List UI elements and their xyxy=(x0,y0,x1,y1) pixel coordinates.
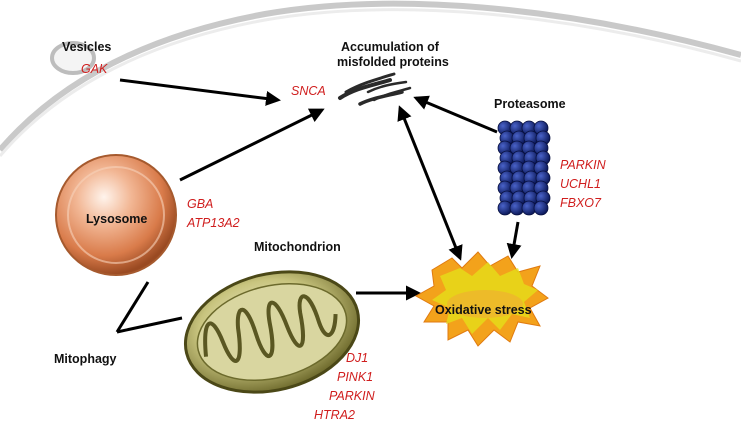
oxidative-stress-burst xyxy=(414,251,549,347)
accumulation-label-line2: misfolded proteins xyxy=(337,55,449,69)
mitochondrion-label: Mitochondrion xyxy=(254,240,341,254)
lysosome-organelle xyxy=(55,154,177,276)
gene-dj1: DJ1 xyxy=(346,351,369,365)
gene-gba: GBA xyxy=(187,197,214,211)
gene-atp13a2: ATP13A2 xyxy=(187,216,240,230)
gene-gak: GAK xyxy=(81,62,108,76)
vesicle-bud xyxy=(50,41,96,75)
gene-parkin-mito: PARKIN xyxy=(329,389,375,403)
mitochondrion-organelle xyxy=(183,270,361,394)
gene-fbxo7: FBXO7 xyxy=(560,196,601,210)
arrow-proteasome-to-stress xyxy=(506,221,522,259)
accumulation-label-line1: Accumulation of xyxy=(341,40,439,54)
gene-snca: SNCA xyxy=(291,84,326,98)
arrow-vesicles-to-snca xyxy=(119,78,281,106)
cell-membrane-inner xyxy=(0,8,741,157)
vesicles-label: Vesicles xyxy=(62,40,112,54)
arrow-lysosome-to-mitophagy xyxy=(115,281,150,333)
arrow-mitochondrion-to-mitophagy xyxy=(116,316,183,334)
proteasome-icon xyxy=(497,120,551,216)
arrow-aggregates-stress-bidirectional xyxy=(397,105,463,261)
proteasome-bead xyxy=(533,200,549,216)
proteasome-label: Proteasome xyxy=(494,97,566,111)
gene-uchl1: UCHL1 xyxy=(560,177,601,191)
lysosome-label: Lysosome xyxy=(86,212,148,226)
gene-pink1: PINK1 xyxy=(337,370,374,384)
misfolded-proteins-icon xyxy=(338,72,412,106)
mitophagy-label: Mitophagy xyxy=(54,352,117,366)
cell-membrane xyxy=(0,0,741,152)
gene-parkin-proteasome: PARKIN xyxy=(560,158,606,172)
arrow-lysosome-to-aggregates xyxy=(179,108,325,182)
oxidative-stress-label: Oxidative stress xyxy=(435,303,532,317)
arrow-proteasome-to-aggregates xyxy=(413,95,498,134)
lysosome-inner xyxy=(67,166,165,264)
gene-htra2: HTRA2 xyxy=(314,408,355,422)
